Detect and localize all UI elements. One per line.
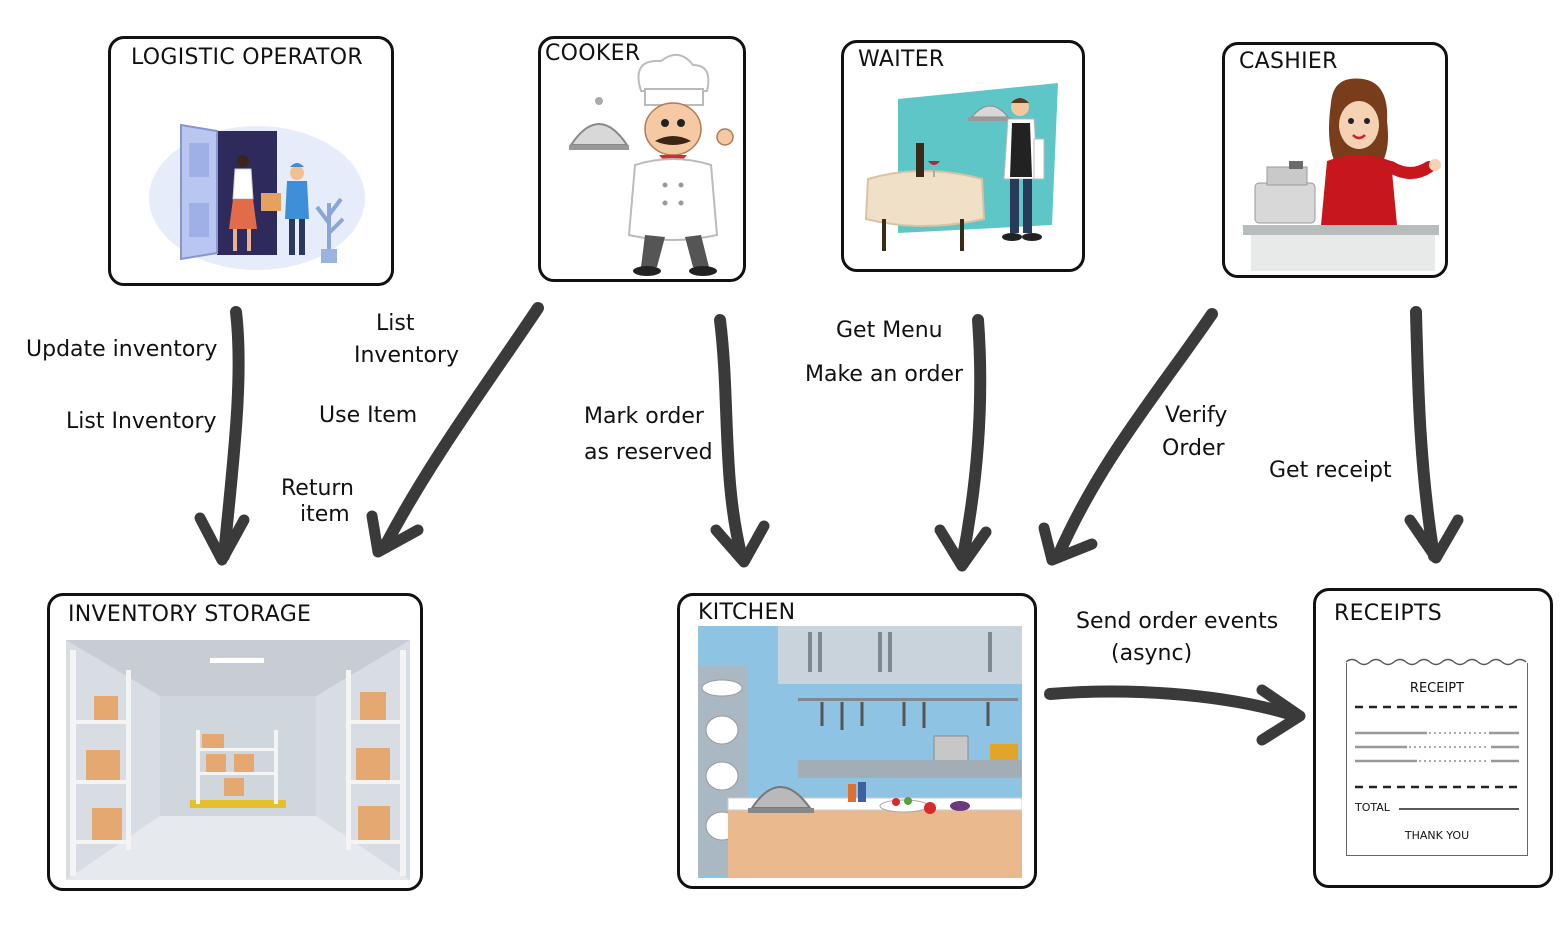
label-mark-order: Mark order	[584, 404, 704, 429]
kitchen-title: KITCHEN	[698, 600, 796, 625]
receipt-zigzag	[1346, 658, 1526, 666]
arrow-cooker-to-inventory	[378, 302, 544, 554]
waiter-box: WAITER	[841, 40, 1085, 272]
receipt-header: RECEIPT	[1409, 681, 1465, 696]
arrow-kitchen-to-receipts	[1044, 685, 1302, 722]
receipts-title: RECEIPTS	[1334, 601, 1443, 626]
label-get-receipt: Get receipt	[1269, 458, 1392, 483]
label-verify: Verify	[1165, 403, 1228, 428]
kitchen-box: KITCHEN	[677, 593, 1037, 889]
warehouse-illustration	[66, 640, 410, 880]
label-get-menu: Get Menu	[836, 318, 943, 343]
cashier-title: CASHIER	[1239, 49, 1338, 74]
label-update-inventory: Update inventory	[26, 337, 218, 362]
arrow-cashier-to-kitchen	[1052, 308, 1218, 562]
receipt-lines	[1355, 705, 1519, 810]
arrow-waiter-to-kitchen	[956, 314, 987, 568]
receipt-paper: RECEIPT TOTAL THANK YOU	[1346, 658, 1528, 856]
kitchen-illustration	[698, 626, 1022, 878]
cooker-title: COOKER	[545, 41, 641, 66]
arrow-cashier-to-receipts	[1410, 306, 1440, 562]
waiter-illustration	[864, 83, 1058, 251]
receipts-box: RECEIPTS RECEIPT TOTAL THANK YOU	[1313, 588, 1553, 888]
receipt-footer: THANK YOU	[1404, 829, 1470, 842]
arrowhead-kitchen-receipts	[1256, 684, 1306, 746]
label-make-an-order: Make an order	[805, 362, 964, 387]
label-inventory: Inventory	[354, 343, 460, 368]
cooker-box: COOKER	[538, 36, 746, 282]
label-use-item: Use Item	[319, 403, 418, 428]
arrowhead-cashier-kitchen	[1038, 522, 1098, 566]
arrow-logistic-to-inventory	[218, 306, 245, 562]
logistic-operator-box: LOGISTIC OPERATOR	[108, 36, 394, 286]
receipt-total-label: TOTAL	[1355, 801, 1390, 814]
inventory-storage-box: INVENTORY STORAGE	[47, 593, 423, 891]
label-async: (async)	[1111, 641, 1193, 666]
label-item: item	[300, 502, 350, 527]
arrow-cooker-to-kitchen	[714, 314, 748, 564]
cashier-box: CASHIER	[1222, 42, 1448, 278]
label-list: List	[376, 311, 415, 336]
label-order: Order	[1162, 436, 1225, 461]
logistic-operator-title: LOGISTIC OPERATOR	[131, 45, 363, 70]
arrowhead-cooker-kitchen	[710, 520, 770, 568]
arrowhead-waiter	[934, 524, 992, 572]
delivery-illustration	[149, 123, 365, 270]
arrowhead-cooker-inventory	[366, 510, 424, 558]
label-return: Return	[281, 476, 355, 501]
arrowhead-logistic	[194, 512, 250, 566]
inventory-storage-title: INVENTORY STORAGE	[68, 602, 312, 627]
chef-illustration	[569, 54, 734, 276]
waiter-title: WAITER	[858, 47, 945, 72]
label-as-reserved: as reserved	[584, 440, 713, 465]
label-list-inventory-logistic: List Inventory	[66, 409, 217, 434]
label-send-order-events: Send order events	[1076, 609, 1279, 634]
cashier-illustration	[1243, 78, 1441, 271]
arrowhead-cashier-receipts	[1404, 514, 1464, 564]
